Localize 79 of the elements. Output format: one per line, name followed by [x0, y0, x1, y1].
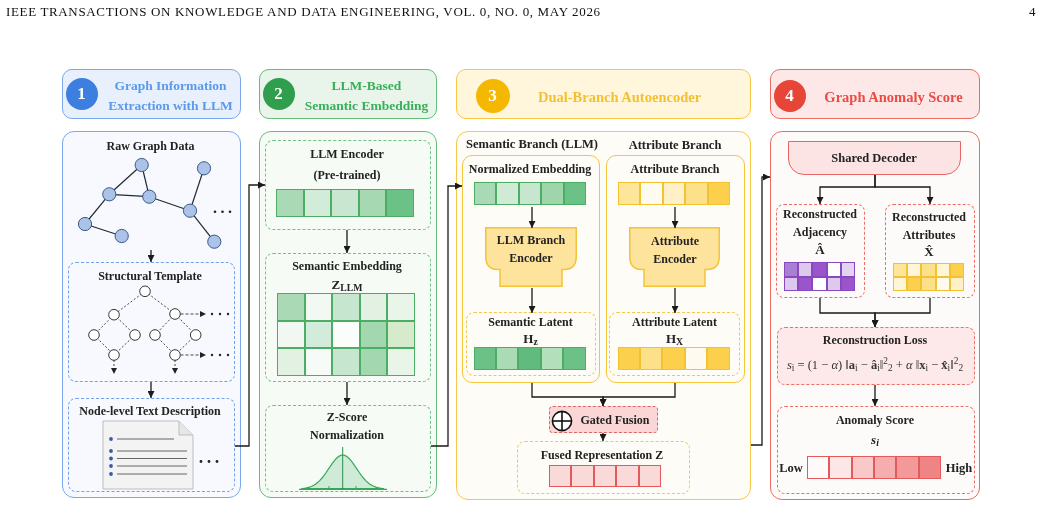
arrow [750, 173, 771, 446]
box-title: LLM Encoder (Pre-trained) [309, 145, 385, 184]
section-title: Graph Information Extraction with LLM [107, 76, 234, 115]
section-panel [456, 131, 751, 500]
step-number-badge: 3 [475, 78, 510, 113]
dashed-box [516, 440, 690, 494]
dashed-box [264, 404, 431, 492]
arrow [871, 297, 931, 328]
dashed-box [264, 252, 431, 382]
box-title: Normalized Embedding [468, 161, 592, 177]
box-title: Reconstruction Loss [822, 332, 928, 348]
section-title: Dual-Branch Autoencoder [537, 87, 702, 107]
box-title: Raw Graph Data [106, 139, 195, 154]
arrow [599, 382, 676, 407]
box-title: Z-Score Normalization [309, 409, 385, 444]
step-number-badge: 2 [262, 77, 295, 110]
section-title: LLM-Based Semantic Embedding [304, 76, 429, 115]
arrow [671, 287, 679, 314]
dashed-box [466, 312, 596, 376]
section-header [456, 69, 751, 119]
arrow [147, 381, 155, 399]
math-symbol: H$_{z}$ [523, 330, 538, 347]
arrow [599, 432, 607, 442]
dashed-box [775, 203, 865, 298]
box-title: Attribute Branch [630, 161, 720, 177]
dashed-box [67, 261, 235, 382]
dashed-box [776, 405, 975, 494]
arrow [430, 182, 463, 447]
math-symbol: s$_{i}$ [871, 430, 879, 448]
box-title: Semantic Embedding [292, 258, 402, 274]
box-title: LLM Branch Encoder [495, 232, 567, 267]
scale-label: Low [779, 460, 803, 477]
dashed-box [67, 397, 235, 492]
dashed-box [609, 312, 740, 376]
loss-box [776, 326, 975, 385]
section-panel [62, 131, 241, 498]
arrow [528, 287, 536, 314]
math-symbol: H$_{X}$ [665, 330, 684, 347]
box-title: Attribute Encoder [650, 233, 700, 268]
box-title: Reconstructed Attributes [891, 209, 967, 244]
dashed-box [264, 139, 431, 230]
page-number: 4 [1029, 4, 1036, 19]
section-panel [259, 131, 437, 498]
box-title: Shared Decoder [831, 151, 917, 166]
arrow [343, 229, 351, 254]
arrow [528, 206, 536, 229]
decoder-block [787, 140, 961, 175]
encoder-block [629, 227, 720, 287]
box-title: Node-level Text Description [79, 403, 221, 419]
box-title: Attribute Branch [628, 137, 722, 153]
math-symbol: Z$_{LLM}$ [331, 277, 363, 293]
math-symbol: X̂ [924, 244, 934, 260]
box-title: Reconstructed Adjacency [782, 206, 858, 241]
arrow [874, 174, 934, 205]
box-title: Structural Template [98, 268, 202, 284]
box-title: Semantic Branch (LLM) [466, 136, 598, 152]
scale-label: High [945, 460, 973, 477]
box-title: Gated Fusion [580, 413, 650, 428]
arrow [343, 381, 351, 406]
step-number-badge: 1 [65, 77, 98, 110]
encoder-block [485, 227, 577, 287]
arrow [671, 206, 679, 229]
box-title: Anomaly Score [835, 412, 915, 428]
section-header [62, 69, 241, 119]
box-title: Attribute Latent [632, 315, 717, 330]
box-title: Fused Representation Z [540, 447, 664, 463]
step-number-badge: 4 [773, 79, 806, 112]
section-title: Graph Anomaly Score [824, 87, 963, 107]
box-title: Semantic Latent [488, 315, 573, 330]
section-header [259, 69, 437, 119]
math-symbol: Â [815, 242, 825, 258]
arrow [234, 181, 266, 447]
section-panel [770, 131, 980, 500]
running-header: IEEE TRANSACTIONS ON KNOWLEDGE AND DATA ENGINEERING, VOL. 0, NO. 0, MAY 2026 [6, 4, 601, 19]
fusion-box [548, 405, 658, 433]
arrow [871, 384, 879, 407]
dashed-box [884, 203, 975, 298]
arrow [147, 249, 155, 263]
section-header [770, 69, 980, 119]
